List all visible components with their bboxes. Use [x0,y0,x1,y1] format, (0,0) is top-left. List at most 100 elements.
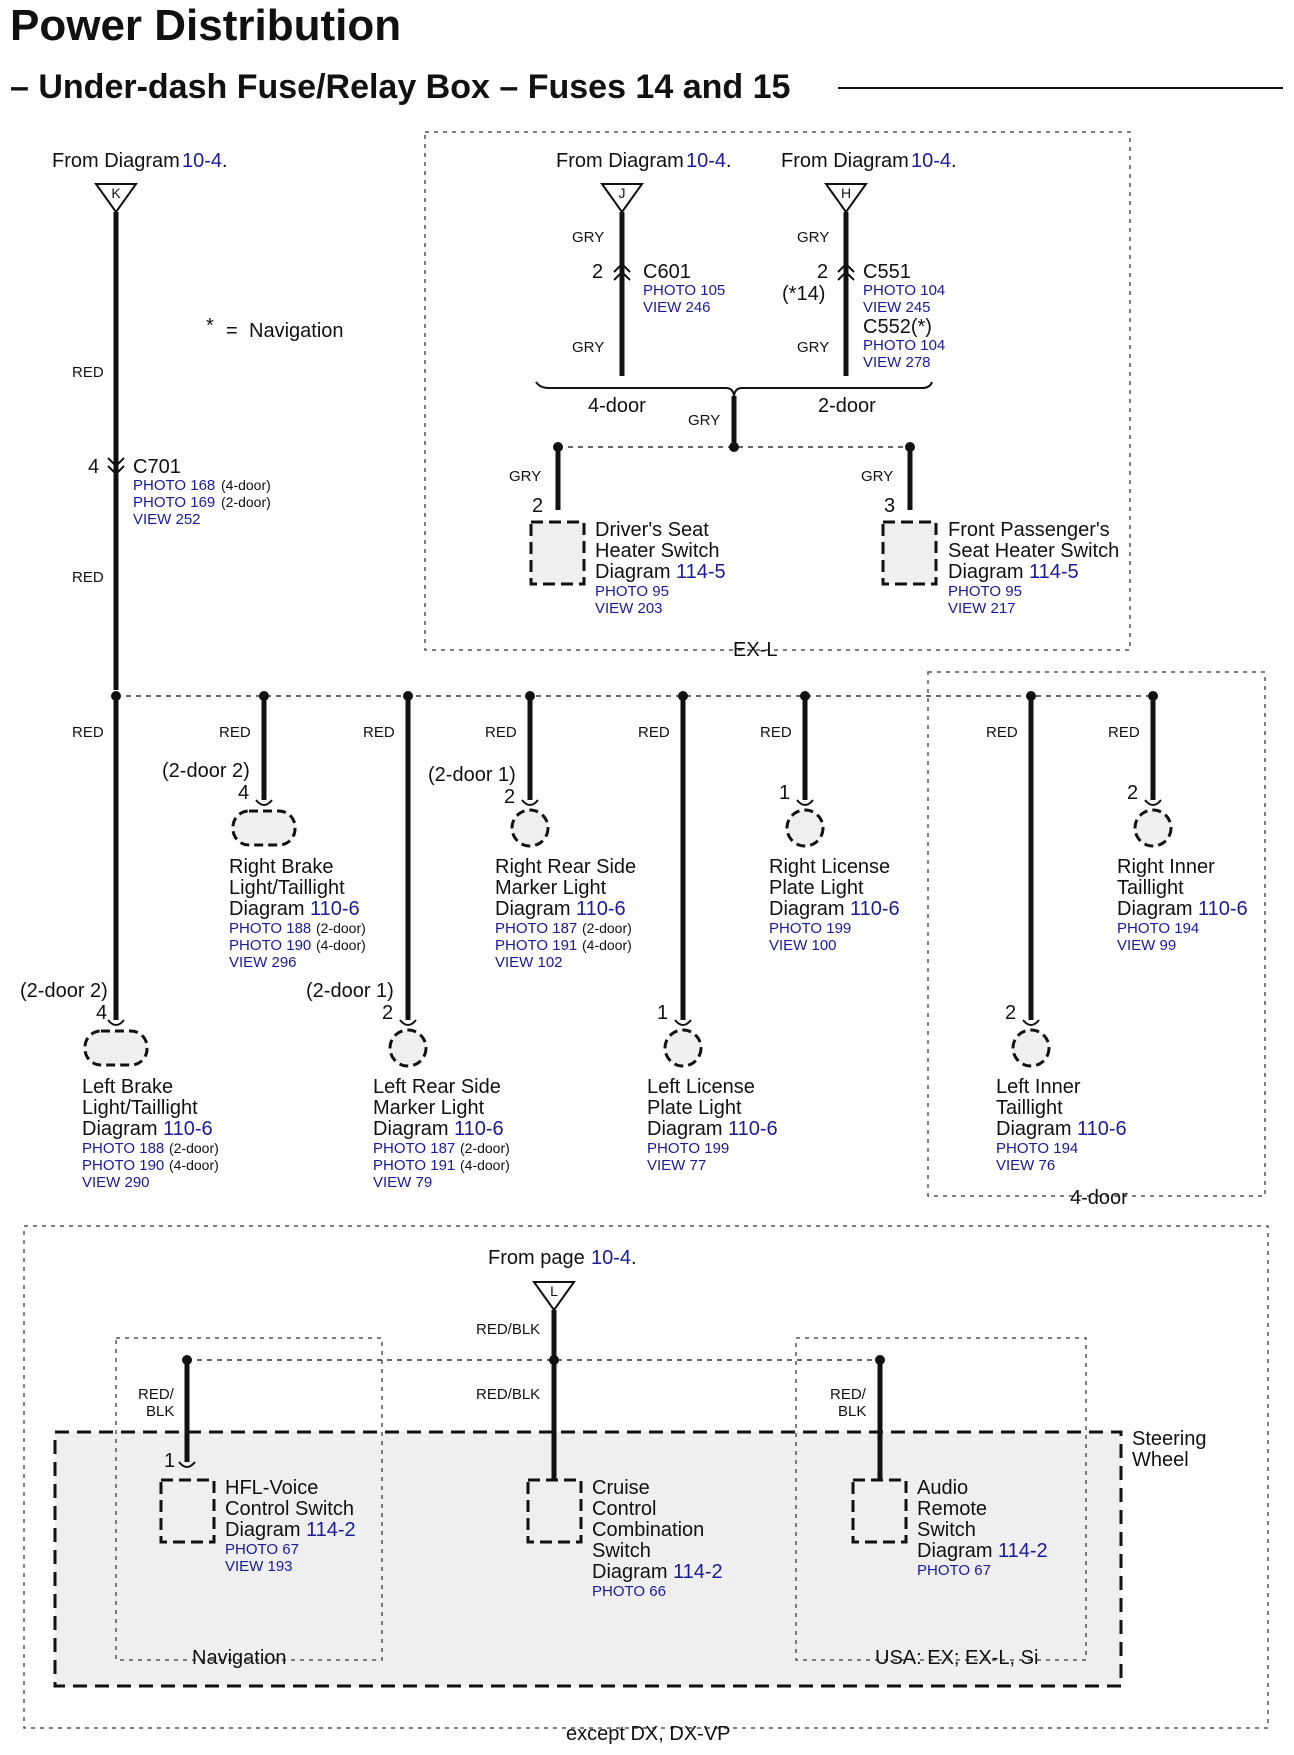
link-diagram[interactable]: 114-2 [998,1540,1048,1562]
link-view[interactable]: VIEW 203 [595,600,663,617]
splice-dot [729,442,739,452]
link-view[interactable]: VIEW 102 [495,954,563,971]
link-diagram-10-4-k[interactable]: 10-4 [182,150,222,172]
link-view[interactable]: VIEW 252 [133,511,201,528]
svg-text:C551: C551 [863,261,911,283]
link-view[interactable]: VIEW 245 [863,299,931,316]
link-diagram[interactable]: 114-2 [673,1561,723,1583]
svg-text:Front Passenger's: Front Passenger's [948,519,1110,541]
source-j-triangle [600,183,644,214]
link-photo[interactable]: PHOTO 169 [133,494,215,511]
link-diagram[interactable]: 110-6 [728,1118,778,1140]
driver-seat-heater-switch: 2 Driver's Seat Heater Switch Diagram 11… [529,495,726,617]
link-diagram[interactable]: 110-6 [1077,1118,1127,1140]
link-photo[interactable]: PHOTO 67 [917,1562,991,1579]
link-view[interactable]: VIEW 79 [373,1174,432,1191]
svg-text:H: H [841,185,851,201]
link-diagram[interactable]: 110-6 [163,1118,213,1140]
svg-text:2: 2 [1005,1002,1016,1024]
connector-symbol [837,262,855,281]
region-exl [424,131,1131,651]
wire-label-red: RED [72,364,104,381]
svg-text:Driver's Seat: Driver's Seat [595,519,709,541]
link-page-10-4-l[interactable]: 10-4 [591,1247,631,1269]
audio-remote-switch: Audio Remote Switch Diagram 114-2 PHOTO … [851,1477,1048,1579]
passenger-seat-heater-switch: 3 Front Passenger's Seat Heater Switch D… [881,495,1119,617]
link-photo[interactable]: PHOTO 105 [643,282,725,299]
link-diagram-10-4-j[interactable]: 10-4 [686,150,726,172]
link-view[interactable]: VIEW 76 [996,1157,1055,1174]
link-diagram[interactable]: 110-6 [454,1118,504,1140]
svg-text:2: 2 [1127,782,1138,804]
right-inner-taillight: 2 Right Inner Taillight Diagram 110-6 PH… [1117,782,1248,954]
link-photo[interactable]: PHOTO 187 [495,920,577,937]
split-bracket [535,381,933,397]
link-view[interactable]: VIEW 296 [229,954,297,971]
link-diagram[interactable]: 110-6 [310,898,360,920]
link-photo[interactable]: PHOTO 194 [996,1140,1078,1157]
svg-text:GRY: GRY [572,339,604,356]
link-diagram[interactable]: 110-6 [1198,898,1248,920]
link-photo[interactable]: PHOTO 104 [863,282,945,299]
legend-navigation: Navigation [249,320,344,342]
region-except-dx-label: except DX, DX-VP [566,1723,731,1745]
svg-text:Heater Switch: Heater Switch [595,540,720,562]
link-photo[interactable]: PHOTO 188 [229,920,311,937]
region-usa-label: USA: EX; EX-L, Si [875,1647,1038,1669]
link-photo[interactable]: PHOTO 191 [495,937,577,954]
link-view[interactable]: VIEW 100 [769,937,837,954]
link-diagram[interactable]: 114-5 [676,561,726,583]
connector-c701: 4 C701 PHOTO 168 (4-door) PHOTO 169 (2-d… [88,456,271,528]
link-diagram-10-4-h[interactable]: 10-4 [911,150,951,172]
link-diagram[interactable]: 114-2 [306,1519,356,1541]
svg-text:RED: RED [986,724,1018,741]
svg-text:From Diagram: From Diagram [781,150,909,172]
link-photo[interactable]: PHOTO 187 [373,1140,455,1157]
svg-text:(2-door): (2-door) [169,1140,219,1156]
switch-symbol [881,520,938,586]
link-view[interactable]: VIEW 217 [948,600,1016,617]
link-photo[interactable]: PHOTO 199 [647,1140,729,1157]
svg-text:C601: C601 [643,261,691,283]
link-view[interactable]: VIEW 99 [1117,937,1176,954]
source-h: From Diagram 10-4 . H [781,150,957,214]
link-view[interactable]: VIEW 290 [82,1174,150,1191]
svg-text:.: . [631,1247,637,1269]
switch-symbol [529,520,586,586]
source-h-triangle [824,183,868,214]
link-photo[interactable]: PHOTO 190 [82,1157,164,1174]
svg-text:1: 1 [164,1450,175,1472]
link-diagram[interactable]: 110-6 [576,898,626,920]
split-2door: 2-door [818,395,876,417]
connector-symbol [107,457,125,476]
svg-text:GRY: GRY [797,229,829,246]
svg-text:Diagram: Diagram [595,561,671,583]
link-photo[interactable]: PHOTO 188 [82,1140,164,1157]
right-rear-side-marker-light: (2-door 1) 2 Right Rear Side Marker Ligh… [428,764,636,971]
source-l: From page 10-4 . L [488,1247,637,1312]
link-diagram[interactable]: 114-5 [1029,561,1079,583]
link-photo[interactable]: PHOTO 191 [373,1157,455,1174]
link-photo[interactable]: PHOTO 95 [595,583,669,600]
link-photo[interactable]: PHOTO 190 [229,937,311,954]
svg-text:Diagram: Diagram [229,898,305,920]
link-view[interactable]: VIEW 193 [225,1558,293,1575]
source-k-triangle [94,183,138,214]
region-exl-label: EX-L [733,639,777,661]
link-photo[interactable]: PHOTO 67 [225,1541,299,1558]
svg-text:Control: Control [592,1498,656,1520]
link-photo[interactable]: PHOTO 104 [863,337,945,354]
link-diagram[interactable]: 110-6 [850,898,900,920]
svg-text:Diagram: Diagram [373,1118,449,1140]
wire-label-red: RED [72,569,104,586]
link-photo[interactable]: PHOTO 66 [592,1583,666,1600]
link-view[interactable]: VIEW 278 [863,354,931,371]
link-photo[interactable]: PHOTO 194 [1117,920,1199,937]
link-photo[interactable]: PHOTO 95 [948,583,1022,600]
left-license-plate-light: 1 Left License Plate Light Diagram 110-6… [647,1002,778,1174]
link-view[interactable]: VIEW 246 [643,299,711,316]
link-photo[interactable]: PHOTO 199 [769,920,851,937]
link-view[interactable]: VIEW 77 [647,1157,706,1174]
svg-text:3: 3 [884,495,895,517]
link-photo[interactable]: PHOTO 168 [133,477,215,494]
